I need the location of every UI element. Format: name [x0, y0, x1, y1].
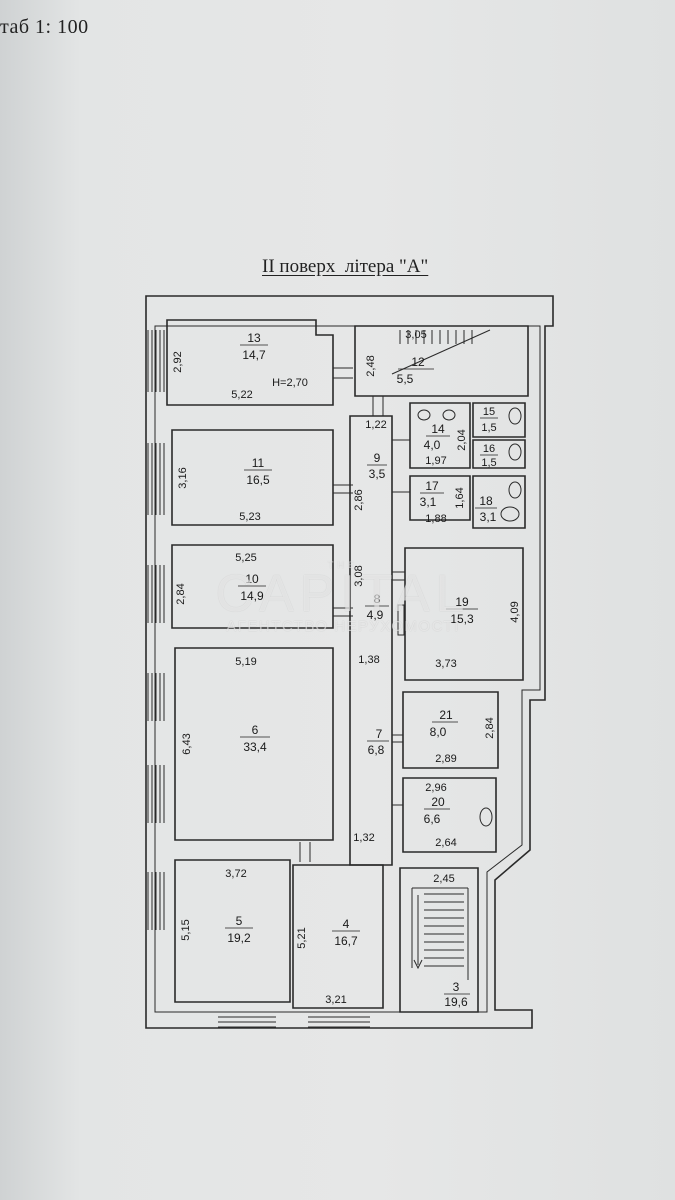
- room-10: [171, 544, 334, 629]
- room-19-number: 19: [455, 595, 469, 609]
- room-16-area: 1,5: [481, 457, 496, 469]
- dim-2-96: 2,96: [425, 782, 446, 794]
- room-5-area: 19,2: [227, 931, 251, 945]
- dim-2-92: 2,92: [172, 351, 184, 372]
- room-21-area: 8,0: [430, 725, 447, 739]
- room-13: [166, 319, 334, 406]
- corridor: [349, 415, 393, 866]
- room-7-number: 7: [376, 727, 383, 741]
- dimension-labels: 2,92 5,22 Н=2,70 2,48 3,05 1,22 3,16 5,2…: [172, 329, 521, 1006]
- room-8-area: 4,9: [367, 608, 384, 622]
- windows-bottom: [218, 1011, 370, 1028]
- dim-1-32: 1,32: [353, 832, 374, 844]
- room-6: [174, 647, 334, 841]
- room-18-area: 3,1: [480, 510, 497, 524]
- dim-5-15: 5,15: [180, 919, 192, 940]
- room-15: [472, 402, 526, 438]
- dim-5-19: 5,19: [235, 656, 256, 668]
- windows-left: [147, 330, 165, 930]
- room-13-number: 13: [247, 331, 261, 345]
- dim-3-72: 3,72: [225, 868, 246, 880]
- stairs-12: [391, 329, 491, 375]
- room-11-number: 11: [252, 456, 265, 470]
- room-12-area: 5,5: [397, 372, 414, 386]
- room-6-number: 6: [252, 723, 259, 737]
- dim-3-16: 3,16: [177, 467, 189, 488]
- dim-5-22: 5,22: [231, 389, 252, 401]
- room-14: [409, 402, 471, 469]
- room-12-number: 12: [411, 355, 425, 369]
- dim-5-23: 5,23: [239, 511, 260, 523]
- room-19-area: 15,3: [450, 612, 474, 626]
- room-11-area: 16,5: [246, 473, 270, 487]
- room-7-area: 6,8: [368, 743, 385, 757]
- dim-5-21: 5,21: [296, 927, 308, 948]
- dim-2-04: 2,04: [456, 429, 468, 450]
- room-5: [174, 859, 291, 1003]
- dim-1-38: 1,38: [358, 654, 379, 666]
- room-3-number: 3: [453, 980, 460, 994]
- room-12: [354, 325, 529, 397]
- scale-label: таб 1: 100: [0, 16, 89, 38]
- dim-height: Н=2,70: [272, 377, 308, 389]
- dim-3-73: 3,73: [435, 658, 456, 670]
- room-16: [472, 439, 526, 469]
- room-4-number: 4: [343, 917, 350, 931]
- room-3-area: 19,6: [444, 995, 468, 1009]
- floor-title: II поверх літера "А": [262, 256, 429, 277]
- plumbing-fixtures: [417, 407, 522, 827]
- dim-2-89: 2,89: [435, 753, 456, 765]
- dim-6-43: 6,43: [181, 733, 193, 754]
- dim-3-21: 3,21: [325, 994, 346, 1006]
- room-10-area: 14,9: [240, 589, 264, 603]
- room-21: [402, 691, 499, 769]
- room-10-number: 10: [245, 572, 259, 586]
- room-14-number: 14: [431, 422, 445, 436]
- room-20-number: 20: [431, 795, 445, 809]
- room-17-number: 17: [425, 479, 439, 493]
- dim-2-86: 2,86: [353, 489, 365, 510]
- room-20-area: 6,6: [424, 812, 441, 826]
- dim-2-84-right: 2,84: [484, 717, 496, 738]
- room-9-area: 3,5: [369, 467, 386, 481]
- dim-2-48: 2,48: [365, 355, 377, 376]
- dim-3-08: 3,08: [353, 565, 365, 586]
- door-marks: [299, 367, 410, 862]
- dim-5-25: 5,25: [235, 552, 256, 564]
- room-15-number: 15: [483, 406, 495, 418]
- dim-1-64: 1,64: [454, 487, 466, 508]
- room-11: [171, 429, 334, 526]
- room-5-number: 5: [236, 914, 243, 928]
- room-8-number: 8: [374, 592, 381, 606]
- dim-2-45: 2,45: [433, 873, 454, 885]
- dim-1-22: 1,22: [365, 419, 386, 431]
- dim-2-64: 2,64: [435, 837, 456, 849]
- room-18-number: 18: [479, 494, 493, 508]
- room-14-area: 4,0: [424, 438, 441, 452]
- dim-3-05: 3,05: [405, 329, 426, 341]
- room-13-area: 14,7: [242, 348, 266, 362]
- room-9-number: 9: [374, 451, 381, 465]
- room-6-area: 33,4: [243, 740, 267, 754]
- dim-4-09: 4,09: [509, 601, 521, 622]
- dim-2-84-left: 2,84: [175, 583, 187, 604]
- room-19: [404, 547, 524, 681]
- room-3: [399, 867, 479, 1013]
- room-16-number: 16: [483, 443, 495, 455]
- room-17: [409, 475, 471, 521]
- stairs-3: [411, 887, 469, 980]
- room-labels: 13 14,7 12 5,5 11 16,5 10 14,9 9 3,5 8 4…: [225, 331, 498, 1009]
- room-4-area: 16,7: [334, 934, 358, 948]
- outer-wall: [145, 295, 554, 1029]
- room-20: [402, 777, 497, 853]
- dim-1-88: 1,88: [425, 513, 446, 525]
- room-18: [472, 475, 526, 529]
- room-21-number: 21: [439, 708, 453, 722]
- room-15-area: 1,5: [481, 422, 496, 434]
- dim-1-97: 1,97: [425, 455, 446, 467]
- room-17-area: 3,1: [420, 495, 437, 509]
